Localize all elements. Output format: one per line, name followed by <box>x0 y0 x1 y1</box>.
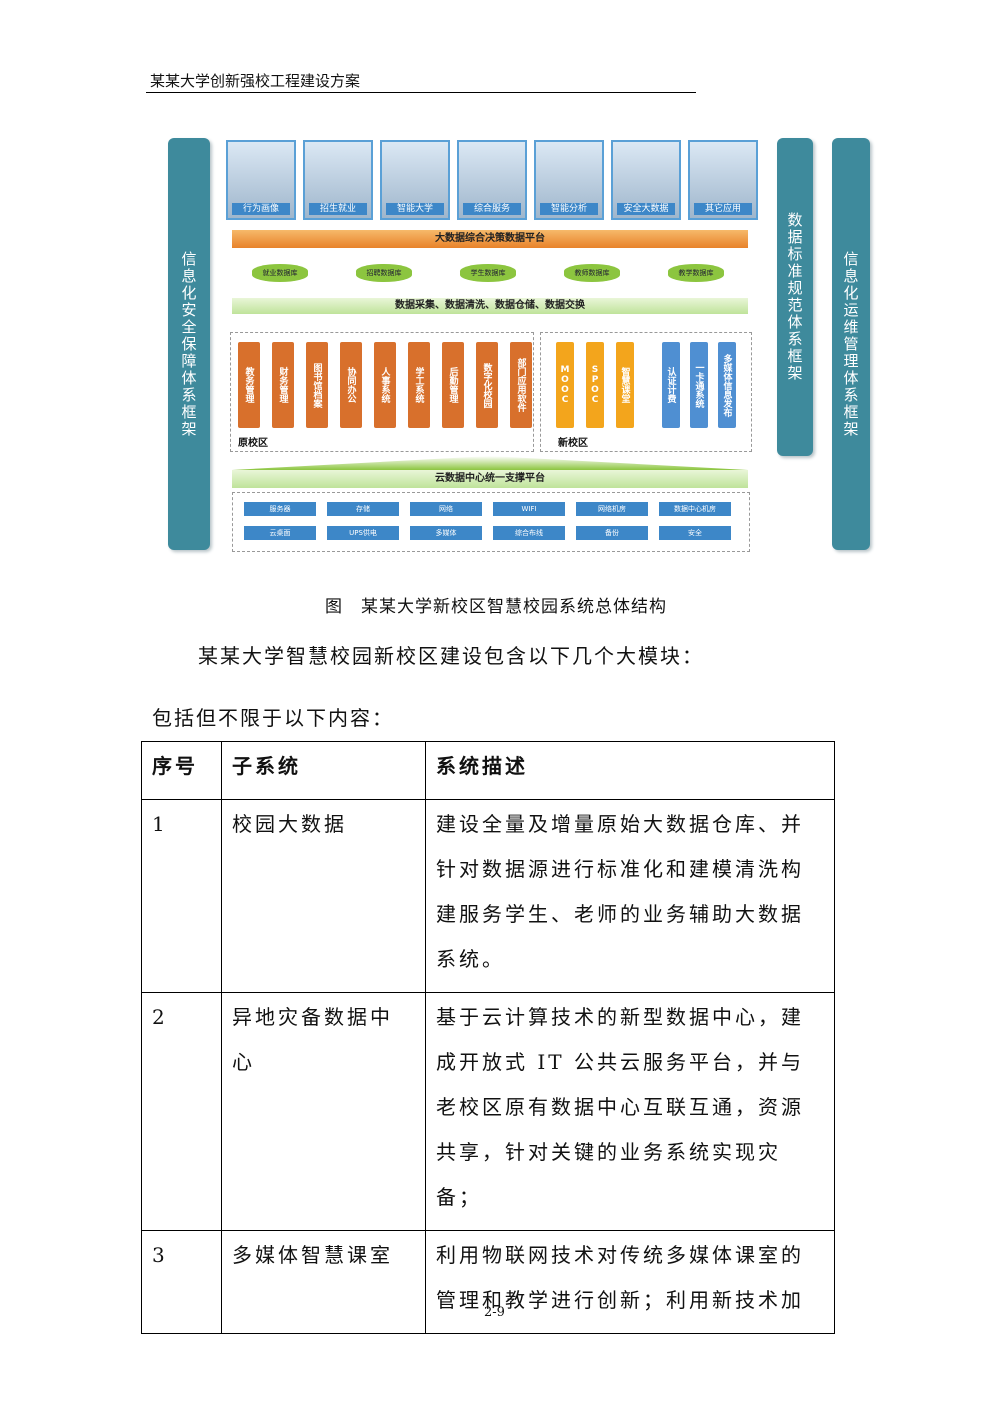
right-sidebar-standards: 数据标准规范体系框架 <box>777 138 813 456</box>
table-row: 1 校园大数据 建设全量及增量原始大数据仓库、并针对数据源进行标准化和建模清洗构… <box>141 799 835 993</box>
infrastructure-item: 云桌面 <box>244 526 316 540</box>
intro-paragraph: 某某大学智慧校园新校区建设包含以下几个大模块： <box>198 644 704 668</box>
left-sidebar-security: 信息化安全保障体系框架 <box>168 138 210 550</box>
header-subsystem: 子系统 <box>221 741 426 800</box>
old-system-box: 数字化校园 <box>476 342 498 428</box>
photo-tile-label: 安全大数据 <box>617 203 675 215</box>
photo-tile: 行为画像 <box>226 140 296 220</box>
row-desc: 利用物联网技术对传统多媒体课室的管理和教学进行创新；利用新技术加 <box>425 1230 835 1334</box>
old-system-box: 协同办公 <box>340 342 362 428</box>
photo-tile-label: 招生就业 <box>309 203 367 215</box>
new-system-box: MOOC <box>556 342 574 428</box>
cloud-triangle <box>232 456 748 470</box>
new-campus-label: 新校区 <box>558 438 588 449</box>
page-number: 2-9 <box>484 1305 505 1320</box>
architecture-diagram: 信息化安全保障体系框架 数据标准规范体系框架 信息化运维管理体系框架 行为画像招… <box>160 130 880 560</box>
page-header: 某某大学创新强校工程建设方案 <box>150 72 361 90</box>
collection-bar: 数据采集、数据清洗、数据仓储、数据交换 <box>232 298 748 314</box>
row-name: 多媒体智慧课室 <box>221 1230 426 1334</box>
cloud-platform-bar: 云数据中心统一支撑平台 <box>232 470 748 488</box>
photo-tile: 其它应用 <box>688 140 758 220</box>
infrastructure-item: WIFI <box>493 502 565 516</box>
infrastructure-item: 存储 <box>327 502 399 516</box>
infrastructure-item: 备份 <box>576 526 648 540</box>
old-system-box: 图书馆档案 <box>306 342 328 428</box>
new-system-box: 多媒体信息发布 <box>718 342 736 428</box>
infrastructure-item: 安全 <box>659 526 731 540</box>
right-sidebar-operations: 信息化运维管理体系框架 <box>832 138 870 550</box>
row-desc: 建设全量及增量原始大数据仓库、并针对数据源进行标准化和建模清洗构建服务学生、老师… <box>425 799 835 993</box>
new-system-box: SPOC <box>586 342 604 428</box>
infrastructure-item: UPS供电 <box>327 526 399 540</box>
table-header-row: 序号 子系统 系统描述 <box>141 741 835 800</box>
old-system-box: 财务管理 <box>272 342 294 428</box>
new-system-box: 认证计费 <box>662 342 680 428</box>
infrastructure-item: 多媒体 <box>410 526 482 540</box>
subsystem-table: 序号 子系统 系统描述 1 校园大数据 建设全量及增量原始大数据仓库、并针对数据… <box>141 741 835 1334</box>
infrastructure-item: 网络 <box>410 502 482 516</box>
photo-tile-label: 智能分析 <box>540 203 598 215</box>
new-system-box: 智慧课堂 <box>616 342 634 428</box>
new-system-box: 一卡通系统 <box>690 342 708 428</box>
header-description: 系统描述 <box>425 741 835 800</box>
photo-tile-label: 综合服务 <box>463 203 521 215</box>
row-name: 校园大数据 <box>221 799 426 993</box>
infrastructure-item: 数据中心机房 <box>659 502 731 516</box>
photo-tile-label: 智能大学 <box>386 203 444 215</box>
old-system-box: 学工系统 <box>408 342 430 428</box>
database-icon: 教学数据库 <box>668 264 724 282</box>
photo-tile-label: 行为画像 <box>232 203 290 215</box>
database-icon: 教师数据库 <box>564 264 620 282</box>
old-campus-label: 原校区 <box>238 438 268 449</box>
old-system-box: 后勤管理 <box>442 342 464 428</box>
database-icon: 就业数据库 <box>252 264 308 282</box>
infrastructure-item: 综合布线 <box>493 526 565 540</box>
old-campus-zone <box>230 332 534 452</box>
figure-caption: 图 某某大学新校区智慧校园系统总体结构 <box>325 597 667 617</box>
row-desc: 基于云计算技术的新型数据中心，建成开放式 IT 公共云服务平台，并与老校区原有数… <box>425 992 835 1231</box>
photo-tile-label: 其它应用 <box>694 203 752 215</box>
database-icon: 学生数据库 <box>460 264 516 282</box>
photo-tile: 智能大学 <box>380 140 450 220</box>
infrastructure-item: 网络机房 <box>576 502 648 516</box>
header-rule <box>146 92 696 93</box>
infrastructure-zone <box>232 492 750 552</box>
new-campus-zone <box>540 332 752 452</box>
old-system-box: 部门应用软件 <box>510 342 532 428</box>
row-no: 3 <box>141 1230 222 1334</box>
old-system-box: 教务管理 <box>238 342 260 428</box>
row-name: 异地灾备数据中心 <box>221 992 426 1231</box>
header-no: 序号 <box>141 741 222 800</box>
photo-tile: 综合服务 <box>457 140 527 220</box>
infrastructure-item: 服务器 <box>244 502 316 516</box>
row-no: 1 <box>141 799 222 993</box>
photo-tile: 智能分析 <box>534 140 604 220</box>
table-row: 3 多媒体智慧课室 利用物联网技术对传统多媒体课室的管理和教学进行创新；利用新技… <box>141 1230 835 1334</box>
table-row: 2 异地灾备数据中心 基于云计算技术的新型数据中心，建成开放式 IT 公共云服务… <box>141 992 835 1231</box>
top-platform-bar: 大数据综合决策数据平台 <box>232 230 748 248</box>
old-system-box: 人事系统 <box>374 342 396 428</box>
photo-tile: 安全大数据 <box>611 140 681 220</box>
list-intro: 包括但不限于以下内容： <box>152 706 394 730</box>
database-icon: 招聘数据库 <box>356 264 412 282</box>
row-no: 2 <box>141 992 222 1231</box>
photo-tile: 招生就业 <box>303 140 373 220</box>
